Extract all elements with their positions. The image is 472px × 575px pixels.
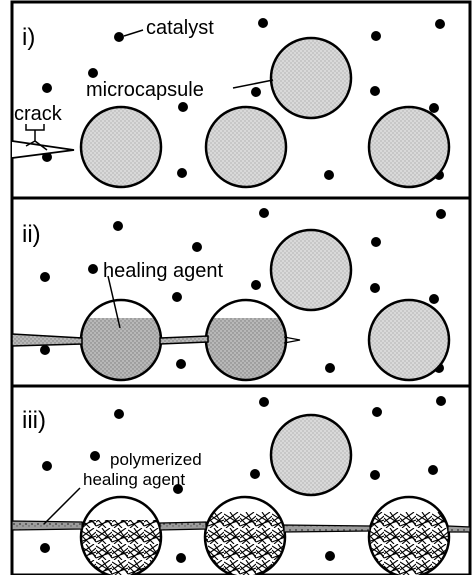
catalyst-dot	[177, 168, 187, 178]
catalyst-dot	[372, 407, 382, 417]
microcapsule	[81, 107, 161, 187]
polymerized-crack	[160, 522, 206, 530]
catalyst-dot	[429, 294, 439, 304]
catalyst-dot	[114, 32, 124, 42]
catalyst-dot	[429, 103, 439, 113]
catalyst-dot	[428, 465, 438, 475]
ruptured-capsule	[206, 300, 286, 380]
catalyst-dot	[435, 19, 445, 29]
catalyst-dot	[258, 18, 268, 28]
catalyst-dot	[436, 209, 446, 219]
catalyst-leader	[124, 30, 143, 36]
catalyst-dot	[371, 237, 381, 247]
catalyst-dot	[176, 553, 186, 563]
crack-with-healing-agent	[12, 334, 82, 346]
catalyst-dot	[370, 283, 380, 293]
panel-i-label: i)	[22, 24, 35, 51]
polymerized-label-line2: healing agent	[83, 470, 185, 489]
catalyst-dot	[259, 208, 269, 218]
catalyst-dot	[42, 461, 52, 471]
panel-ii-label: ii)	[22, 221, 41, 248]
catalyst-dot	[114, 409, 124, 419]
panel-iii: polymerized healing agent	[12, 396, 470, 575]
catalyst-dot	[40, 543, 50, 553]
catalyst-dot	[113, 221, 123, 231]
crack-label: crack	[14, 103, 63, 125]
catalyst-dot	[178, 102, 188, 112]
ruptured-capsule	[81, 300, 161, 380]
healing-agent-label: healing agent	[103, 260, 224, 282]
panel-iii-label: iii)	[22, 407, 46, 434]
catalyst-dot	[259, 397, 269, 407]
catalyst-dot	[88, 264, 98, 274]
catalyst-dot	[325, 551, 335, 561]
catalyst-dot	[88, 68, 98, 78]
polymerized-crack	[284, 525, 370, 532]
microcapsule	[206, 107, 286, 187]
catalyst-dot	[250, 469, 260, 479]
catalyst-dot	[371, 31, 381, 41]
polymerized-crack	[448, 526, 470, 532]
catalyst-dot	[251, 280, 261, 290]
polymerized-capsule	[205, 497, 285, 575]
healing-agent-fill	[81, 318, 161, 380]
microcapsule	[271, 230, 351, 310]
polymerized-crack	[12, 521, 82, 530]
microcapsule-label: microcapsule	[86, 79, 204, 101]
catalyst-dot	[40, 272, 50, 282]
polymerized-capsule	[81, 497, 161, 575]
catalyst-dot	[370, 86, 380, 96]
polymerized-label-line1: polymerized	[110, 450, 202, 469]
catalyst-dot	[90, 451, 100, 461]
panel-i: catalyst microcapsule crack	[12, 17, 449, 187]
catalyst-dot	[251, 87, 261, 97]
panel-ii: healing agent	[12, 208, 449, 380]
microcapsule	[369, 107, 449, 187]
catalyst-dot	[370, 470, 380, 480]
catalyst-label: catalyst	[146, 17, 214, 39]
microcapsule	[271, 415, 351, 495]
catalyst-dot	[176, 359, 186, 369]
catalyst-dot	[325, 363, 335, 373]
microcapsule-leader	[233, 80, 273, 88]
catalyst-dot	[42, 83, 52, 93]
polymerized-capsule	[369, 497, 449, 575]
microcapsule	[271, 38, 351, 118]
catalyst-dot	[40, 345, 50, 355]
crack-with-healing-agent	[160, 336, 208, 344]
catalyst-dot	[436, 396, 446, 406]
catalyst-dot	[172, 292, 182, 302]
catalyst-dot	[324, 170, 334, 180]
catalyst-dot	[192, 242, 202, 252]
healing-agent-fill	[206, 318, 286, 380]
microcapsule	[369, 300, 449, 380]
polymerized-leader	[44, 488, 80, 524]
